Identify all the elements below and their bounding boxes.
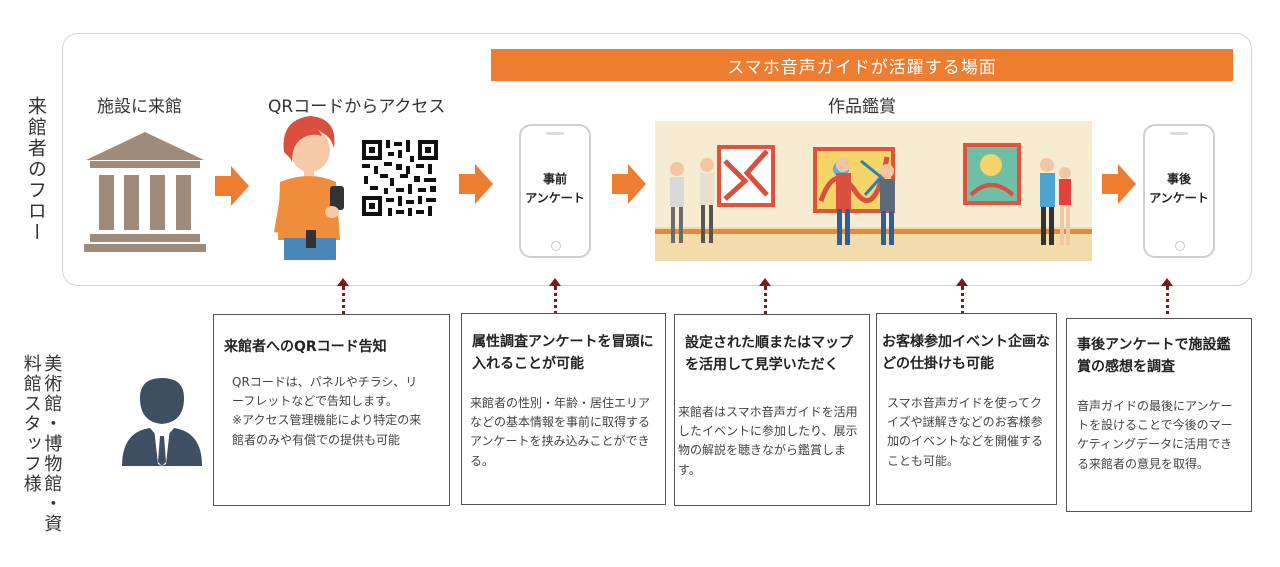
card-body: QRコードは、パネルやチラシ、リーフレットなどで告知します。 ※アクセス管理機能… [232,375,422,447]
step-label-facility: 施設に来館 [97,97,182,117]
card-qr-notice: 来館者へのQRコード告知 QRコードは、パネルやチラシ、リーフレットなどで告知し… [213,314,450,506]
arrow-right-icon [459,164,493,204]
connector-arrowhead [337,278,349,286]
arrow-right-icon [612,164,646,204]
connector-arrowhead [759,278,771,286]
connector-arrowhead [1161,278,1173,286]
connector-line [961,286,964,322]
card-title: 属性調査アンケートを冒頭に入れることが可能 [472,334,654,372]
arrow-right-icon [215,166,249,206]
flow-label: 来館者のフロー [24,96,47,243]
step-label-appreciation: 作品鑑賞 [828,97,896,117]
connector-arrowhead [549,278,561,286]
arrow-right-icon [1102,164,1136,204]
card-body: 音声ガイドの最後にアンケートを設けることで今後のマーケティングデータに活用できる… [1077,399,1233,471]
card-body: 来館者の性別・年齢・居住エリアなどの基本情報を事前に取得するアンケートを挟み込み… [470,396,651,468]
smartphone-icon: 事前 アンケート [519,124,591,258]
pre-survey-label: 事前 アンケート [525,172,585,206]
staff-person-icon [122,378,202,466]
person-with-phone-icon [274,116,344,260]
card-title: 事後アンケートで施設鑑賞の感想を調査 [1077,337,1231,375]
staff-label: 美術館・博物館・資料館スタッフ様 [20,354,63,534]
museum-building-icon [84,132,206,252]
connector-line [1166,286,1169,322]
qr-code-icon [360,138,440,218]
visitor-flow-panel [62,33,1252,286]
post-survey-label: 事後 アンケート [1149,172,1209,206]
card-title: 設定された順またはマップを活用して見学いただく [685,335,853,373]
card-title: お客様参加イベント企画などの仕掛けも可能 [882,334,1050,372]
connector-line [342,286,345,322]
connector-arrowhead [956,278,968,286]
card-title: 来館者へのQRコード告知 [224,339,387,355]
card-body: 来館者はスマホ音声ガイドを活用したイベントに参加したり、展示物の解説を聴きながら… [678,405,858,477]
card-guided-tour: 設定された順またはマップを活用して見学いただく 来館者はスマホ音声ガイドを活用し… [674,314,870,506]
smartphone-icon: 事後 アンケート [1143,124,1215,258]
card-post-survey: 事後アンケートで施設鑑賞の感想を調査 音声ガイドの最後にアンケートを設けることで… [1066,318,1252,512]
card-attribute-survey: 属性調査アンケートを冒頭に入れることが可能 来館者の性別・年齢・居住エリアなどの… [461,313,666,505]
voice-guide-banner: スマホ音声ガイドが活躍する場面 [491,49,1233,81]
gallery-scene-icon [655,121,1092,261]
connector-line [554,286,557,322]
card-participation-event: お客様参加イベント企画などの仕掛けも可能 スマホ音声ガイドを使ってクイズや謎解き… [876,313,1057,505]
connector-line [764,286,767,322]
step-label-qr-access: QRコードからアクセス [268,97,446,117]
card-body: スマホ音声ガイドを使ってクイズや謎解きなどのお客様参加のイベントなどを開催するこ… [887,396,1044,468]
